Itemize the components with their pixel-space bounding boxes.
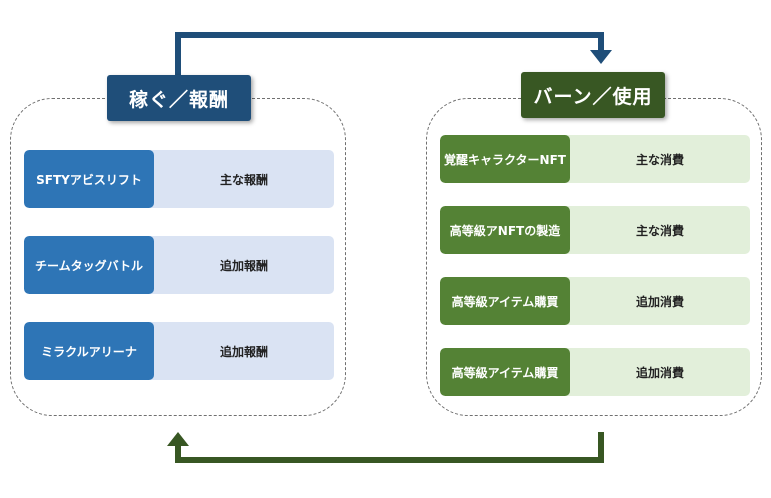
burn-row-value: 追加消費 (635, 294, 684, 309)
burn-row-label: 高等級アイテム購買 (440, 277, 570, 325)
burn-row-value: 主な消費 (635, 152, 684, 167)
earn-row-value: 主な報酬 (219, 172, 268, 187)
burn-panel-title: バーン／使用 (521, 72, 665, 118)
earn-row-value: 追加報酬 (219, 258, 268, 273)
burn-row-label: 覚醒キャラクターNFT (440, 135, 570, 183)
earn-row-label: SFTYアビスリフト (24, 150, 154, 208)
burn-row-label: 高等級アイテム購買 (440, 348, 570, 396)
burn-row-label: 高等級アNFTの製造 (440, 206, 570, 254)
earn-row: ミラクルアリーナ 追加報酬 (24, 322, 334, 380)
earn-row: チームタッグバトル 追加報酬 (24, 236, 334, 294)
burn-row: 覚醒キャラクターNFT 主な消費 (440, 135, 750, 183)
bottom-flow-arrowhead (167, 432, 189, 446)
burn-row: 高等級アイテム購買 追加消費 (440, 348, 750, 396)
earn-row-label: ミラクルアリーナ (24, 322, 154, 380)
earn-panel-title: 稼ぐ／報酬 (107, 75, 251, 121)
top-flow-arrowhead (590, 50, 612, 64)
earn-row-label: チームタッグバトル (24, 236, 154, 294)
burn-row: 高等級アイテム購買 追加消費 (440, 277, 750, 325)
burn-row: 高等級アNFTの製造 主な消費 (440, 206, 750, 254)
earn-row: SFTYアビスリフト 主な報酬 (24, 150, 334, 208)
bottom-flow-arrow-line (175, 432, 604, 463)
burn-row-value: 追加消費 (635, 365, 684, 380)
top-flow-arrow-line (175, 32, 604, 75)
earn-row-value: 追加報酬 (219, 344, 268, 359)
burn-row-value: 主な消費 (635, 223, 684, 238)
